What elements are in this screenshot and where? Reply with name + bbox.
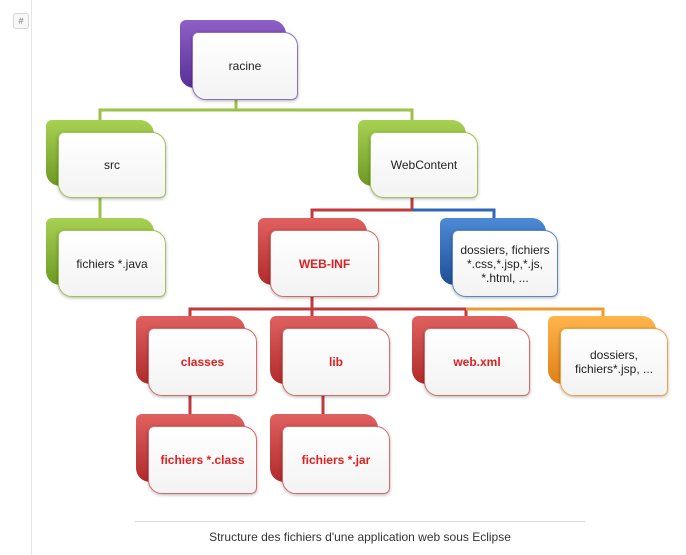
- node-src: src: [46, 120, 166, 198]
- node-jsp-files-label: dossiers, fichiers*.jsp, ...: [560, 328, 668, 396]
- node-webinf-label: WEB-INF: [270, 230, 379, 297]
- node-racine-label: racine: [192, 32, 298, 100]
- node-webxml: web.xml: [412, 316, 530, 396]
- node-java-files-label: fichiers *.java: [58, 230, 166, 297]
- left-gutter: #: [0, 0, 32, 555]
- node-webinf: WEB-INF: [258, 218, 379, 297]
- node-class-files: fichiers *.class: [136, 414, 257, 494]
- hash-icon[interactable]: #: [13, 13, 29, 29]
- node-webcontent-label: WebContent: [370, 132, 478, 198]
- node-racine: racine: [180, 20, 298, 100]
- node-webcontent: WebContent: [358, 120, 478, 198]
- node-lib-label: lib: [282, 328, 390, 396]
- node-static-files-label: dossiers, fichiers *.css,*.jsp,*.js, *.h…: [452, 230, 558, 297]
- node-classes: classes: [136, 316, 257, 396]
- node-jar-files-label: fichiers *.jar: [282, 426, 390, 494]
- node-webxml-label: web.xml: [424, 328, 530, 396]
- node-classes-label: classes: [148, 328, 257, 396]
- figure-caption: Structure des fichiers d'une application…: [209, 530, 511, 544]
- node-src-label: src: [58, 132, 166, 198]
- caption-divider: [135, 521, 585, 522]
- node-jar-files: fichiers *.jar: [270, 414, 390, 494]
- node-jsp-files: dossiers, fichiers*.jsp, ...: [548, 316, 668, 396]
- node-static-files: dossiers, fichiers *.css,*.jsp,*.js, *.h…: [440, 218, 558, 297]
- node-class-files-label: fichiers *.class: [148, 426, 257, 494]
- node-lib: lib: [270, 316, 390, 396]
- node-java-files: fichiers *.java: [46, 218, 166, 297]
